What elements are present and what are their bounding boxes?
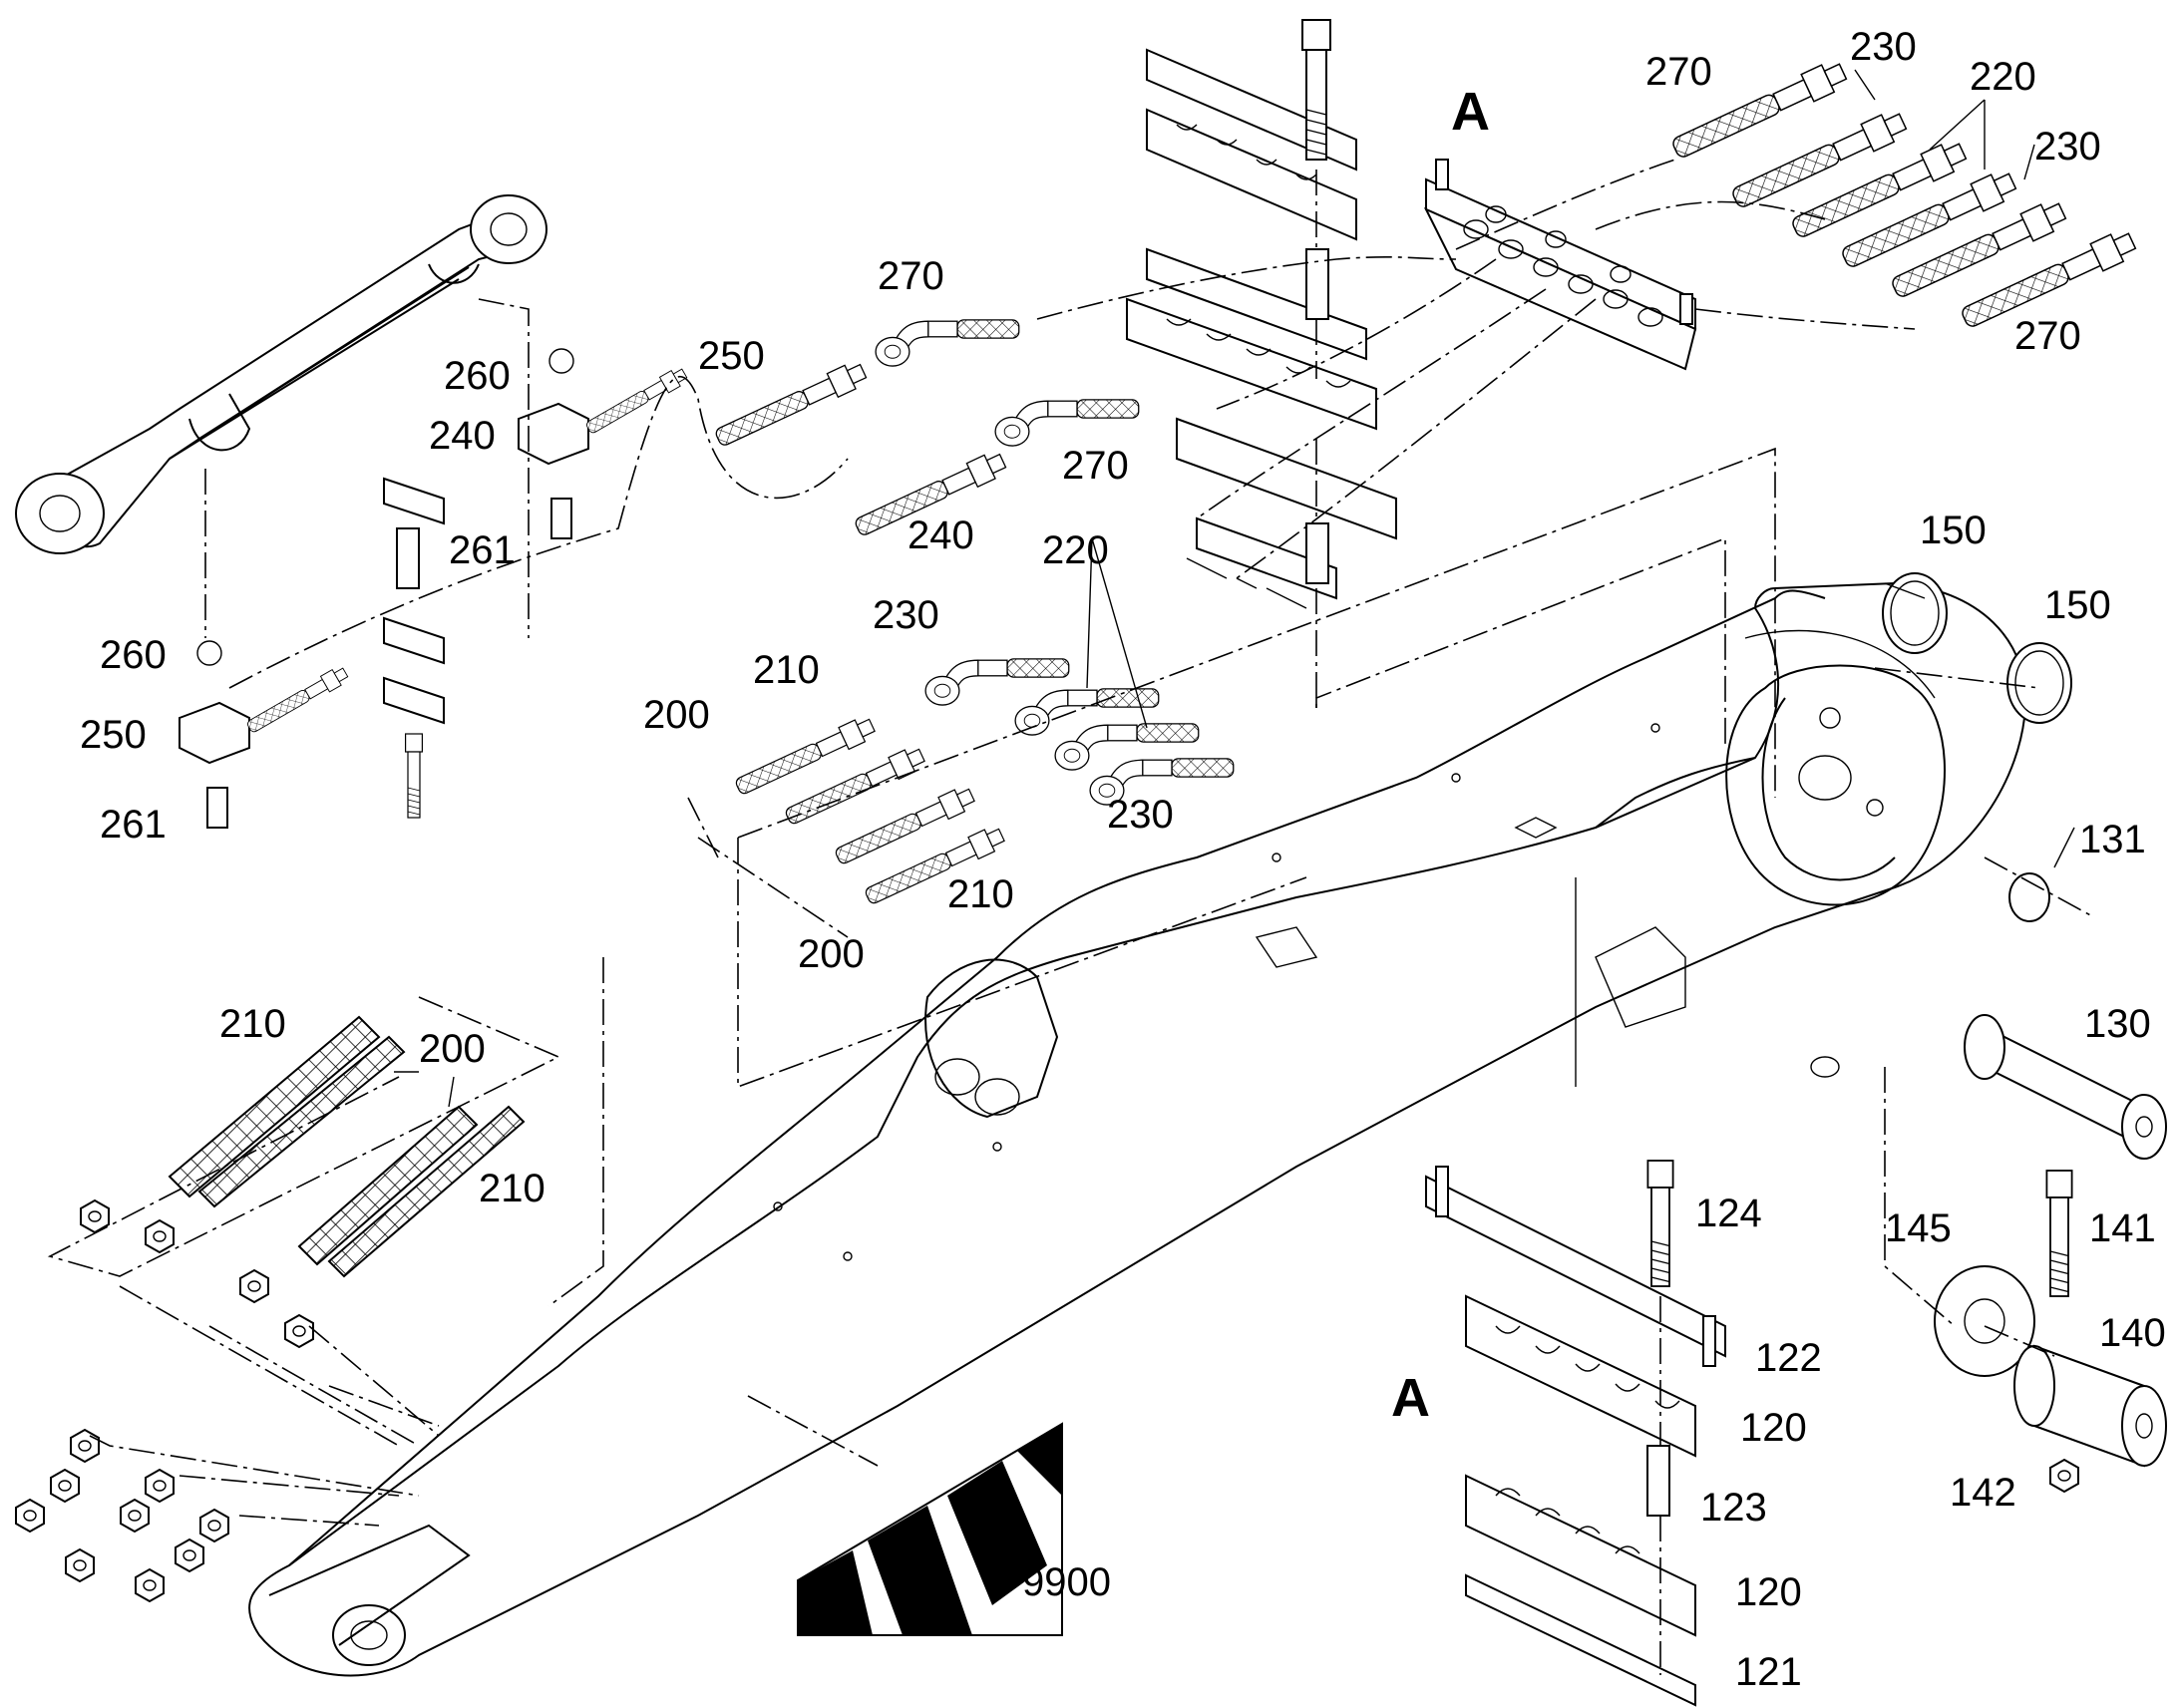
callout-140: 140: [2099, 1311, 2166, 1355]
callout-220: 220: [1970, 55, 2036, 99]
callout-250: 250: [698, 334, 765, 378]
detail-a-manifold: [1423, 159, 1697, 371]
callout-124: 124: [1695, 1192, 1762, 1235]
callout-261: 261: [100, 803, 167, 847]
boom-body: [248, 581, 2027, 1677]
callout-120: 120: [1740, 1406, 1807, 1450]
callout-230: 230: [873, 593, 939, 637]
connection-lines: [47, 159, 2095, 1527]
callout-150: 150: [1920, 509, 1987, 552]
hose-set-top-right: [1667, 57, 2139, 334]
callout-270: 270: [2014, 314, 2081, 358]
detail-label-top: A: [1451, 82, 1490, 142]
callout-141: 141: [2089, 1206, 2156, 1250]
callout-261: 261: [449, 528, 516, 572]
callout-250: 250: [80, 713, 147, 757]
callout-145: 145: [1885, 1206, 1952, 1250]
callout-240: 240: [429, 414, 496, 458]
clamp-stack-upper: [1126, 19, 1397, 708]
reference-number: 9900: [1022, 1560, 1111, 1604]
callout-210: 210: [479, 1167, 545, 1210]
detail-a-exploded: [1425, 1160, 1726, 1707]
callout-150: 150: [2044, 583, 2111, 627]
callout-270: 270: [1062, 444, 1129, 488]
callout-270: 270: [878, 254, 944, 298]
small-clamp-stack: [383, 477, 445, 819]
callout-130: 130: [2084, 1002, 2151, 1046]
callout-200: 200: [798, 932, 865, 976]
callout-230: 230: [1850, 25, 1917, 69]
hydraulic-cylinder: [15, 194, 547, 554]
callout-270: 270: [1645, 50, 1712, 94]
callout-142: 142: [1950, 1471, 2016, 1515]
callout-230: 230: [1107, 793, 1174, 837]
callout-120: 120: [1735, 1570, 1802, 1614]
flange-fittings: [179, 348, 690, 829]
callout-200: 200: [419, 1027, 486, 1071]
callout-210: 210: [219, 1002, 286, 1046]
callout-labels: A A 9900 270 230 220 230 270 270 250 270…: [80, 25, 2166, 1694]
callout-210: 210: [947, 872, 1014, 916]
callout-131: 131: [2079, 818, 2146, 861]
callout-220: 220: [1042, 528, 1109, 572]
pin-and-rings: [1882, 572, 2167, 1493]
reference-symbol-9900: [797, 1422, 1063, 1636]
detail-label-bottom: A: [1391, 1368, 1430, 1428]
callout-260: 260: [100, 633, 167, 677]
callout-123: 123: [1700, 1486, 1767, 1530]
leader-lines: [394, 69, 2075, 1108]
callout-121: 121: [1735, 1650, 1802, 1694]
callout-200: 200: [643, 693, 710, 737]
callout-230: 230: [2034, 125, 2101, 169]
hose-set-left: [15, 1015, 526, 1602]
callout-240: 240: [908, 513, 974, 557]
callout-122: 122: [1755, 1336, 1822, 1380]
callout-260: 260: [444, 354, 511, 398]
callout-210: 210: [753, 648, 820, 692]
